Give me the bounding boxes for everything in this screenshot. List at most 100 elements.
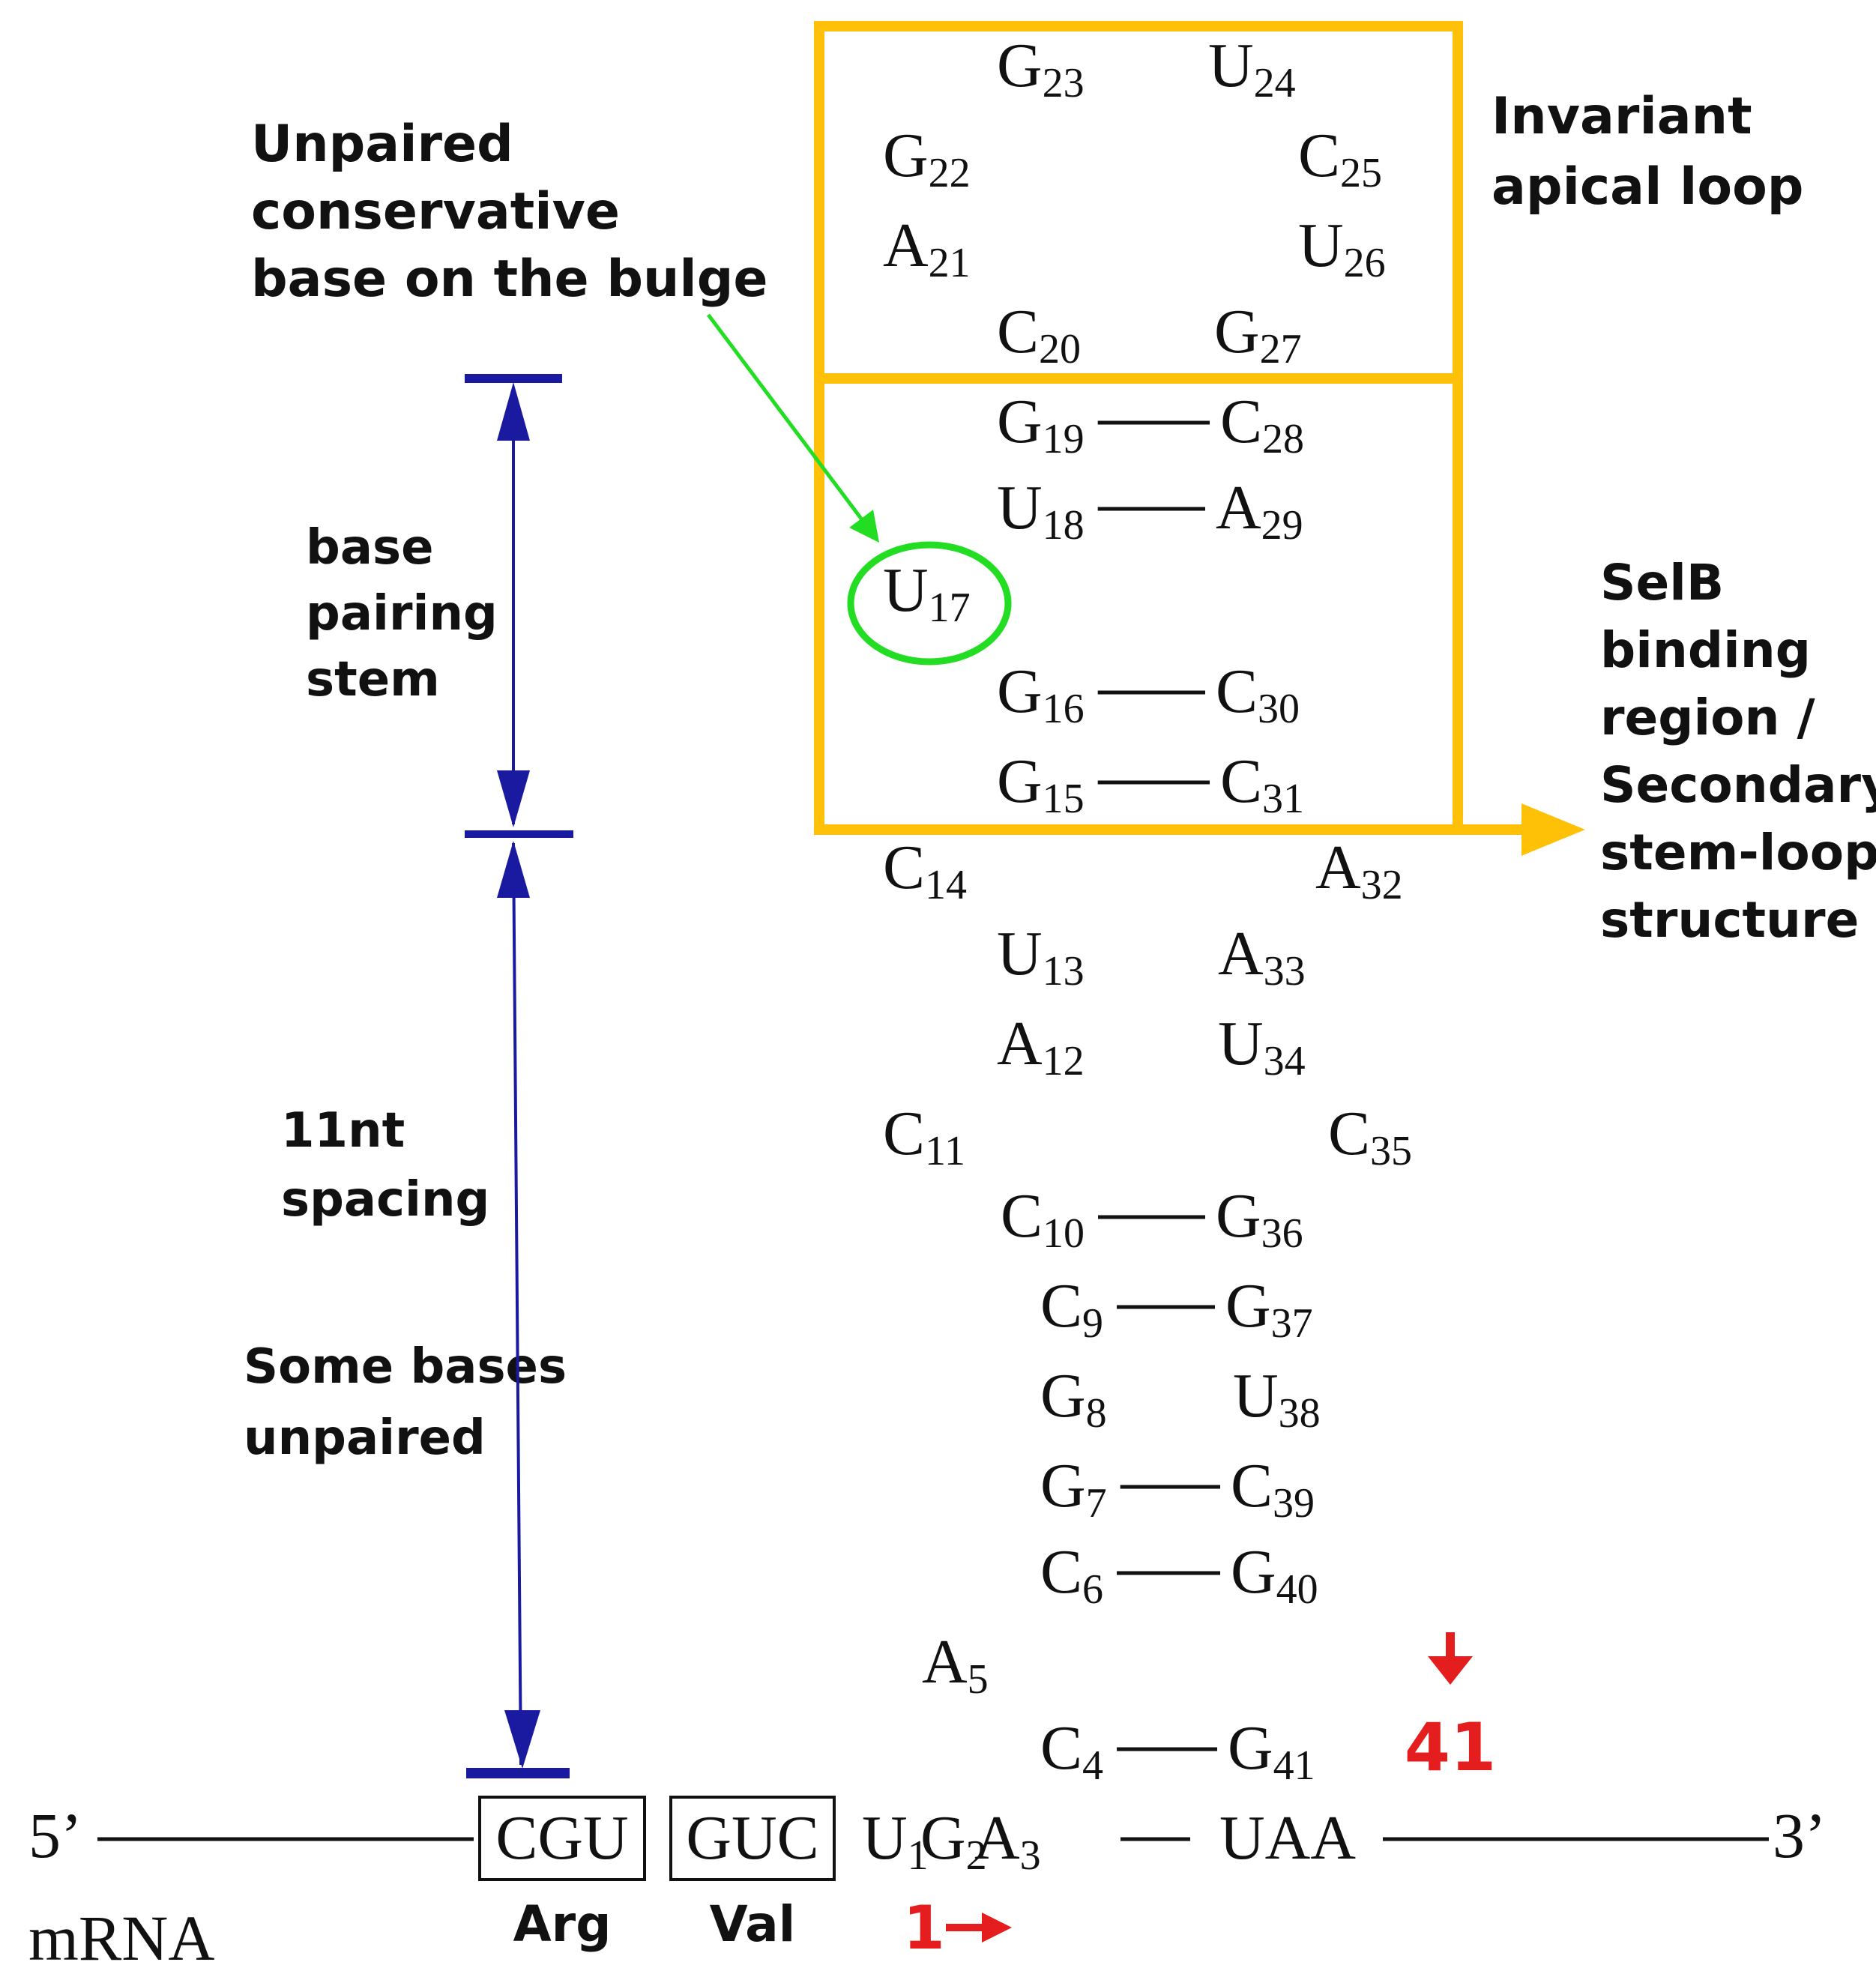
nucleotide-c39: C39 [1231,1451,1315,1527]
nucleotide-a21: A21 [883,211,971,286]
base-number: 29 [1261,502,1303,549]
base-letter: C [1220,746,1262,816]
nucleotide-g36: G36 [1216,1181,1303,1257]
svg-text:Invariant: Invariant [1492,87,1752,146]
base-number: 2 [966,1832,987,1879]
u17-bulge-circle [847,541,1012,665]
base-number: 14 [925,862,967,908]
svg-text:region /: region / [1600,689,1815,746]
svg-text:stem-loop: stem-loop [1600,824,1876,881]
base-number: 30 [1258,686,1300,732]
svg-text:base: base [306,520,434,576]
nucleotide-a33: A33 [1218,919,1306,994]
base-number: 17 [929,585,971,631]
base-number: 39 [1273,1480,1315,1527]
svg-text:Secondary: Secondary [1600,756,1876,814]
base-number: 19 [1043,416,1085,462]
base-letter: U [997,919,1043,988]
svg-text:spacing: spacing [281,1172,489,1228]
svg-text:11nt: 11nt [281,1103,405,1159]
measure-arrows [465,374,573,1778]
base-letter: C [1001,1181,1043,1251]
base-number: 16 [1043,686,1085,732]
base-number: 9 [1082,1300,1103,1347]
nucleotide-g27: G27 [1214,297,1302,372]
base-letter: U [1298,211,1344,280]
base-letter: U [997,473,1043,543]
mrna-label: mRNA [28,1902,214,1974]
nucleotide-g2: G2 [920,1803,987,1879]
nucleotide-g40: G40 [1231,1537,1318,1613]
nucleotide-c20: C20 [997,297,1081,372]
base-letter: A [1216,473,1261,543]
svg-text:conservative: conservative [251,182,620,241]
base-number: 10 [1043,1210,1085,1257]
nucleotide-a5: A5 [922,1627,989,1703]
nucleotide-u38: U38 [1233,1361,1321,1437]
nucleotide-g22: G22 [883,121,971,196]
selb-binding-box [814,373,1463,835]
nucleotide-u1: U1 [862,1803,929,1879]
nucleotide-c30: C30 [1216,657,1300,732]
base-letter: G [1214,297,1260,366]
nucleotide-c11: C11 [883,1099,965,1174]
nucleotide-c28: C28 [1220,387,1304,462]
spacing-arrowhead-down [504,1710,540,1769]
base-letter: U [1218,1009,1264,1078]
base-letter: C [1216,657,1258,726]
aa-arg: Arg [513,1895,612,1953]
codon-box-val [669,1796,836,1881]
nucleotide-g16: G16 [997,657,1085,732]
base-number: 8 [1086,1390,1107,1437]
svg-text:stem: stem [306,652,440,707]
nucleotides: U1G2A3C4A5C6G7G8C9C10C11A12U13C14G15G16U… [862,31,1412,1879]
base-letter: G [997,387,1043,456]
base-number: 31 [1262,776,1304,822]
nucleotide-g8: G8 [1040,1361,1107,1437]
stop-codon: UAA [1219,1803,1356,1873]
base-letter: G [1231,1537,1276,1607]
apical-loop-label: Invariant apical loop [1492,87,1803,217]
aa-val: Val [710,1895,796,1953]
base-number: 6 [1082,1566,1103,1613]
nucleotide-g23: G23 [997,31,1085,106]
unpaired-bulge-label: Unpaired conservative base on the bulge [251,115,768,309]
base-letter: C [1040,1271,1082,1341]
svg-text:Some bases: Some bases [244,1339,567,1395]
nucleotide-g15: G15 [997,746,1085,822]
nucleotide-u26: U26 [1298,211,1386,286]
base-letter: G [920,1803,966,1873]
nucleotide-g37: G37 [1225,1271,1313,1347]
nucleotide-a32: A32 [1315,833,1403,908]
nucleotide-c31: C31 [1220,746,1304,822]
base-number: 20 [1039,326,1081,372]
codon-box-arg [478,1796,646,1881]
base-number: 23 [1043,60,1085,106]
nucleotide-u17: U17 [883,555,971,631]
base-number: 25 [1340,150,1382,196]
base-letter: G [1040,1451,1086,1521]
spacing-label: 11nt spacing [281,1103,489,1228]
base-letter: G [1228,1713,1273,1783]
base-number: 13 [1043,948,1085,994]
svg-text:3’: 3’ [1773,1799,1827,1871]
svg-text:apical loop: apical loop [1492,157,1803,217]
base-number: 18 [1043,502,1085,549]
svg-text:5’: 5’ [28,1799,82,1871]
base-number: 5 [968,1656,989,1703]
nucleotide-g7: G7 [1040,1451,1107,1527]
base-letter: C [883,833,925,902]
base-letter: G [997,657,1043,726]
base-letter: G [1040,1361,1086,1431]
base-number: 27 [1260,326,1302,372]
base-letter: C [1328,1099,1370,1168]
base-letter: C [1040,1713,1082,1783]
base-letter: C [1298,121,1340,190]
selb-region-label: SelB binding region / Secondary stem-loo… [1600,554,1876,949]
bulge-arrow [707,313,879,543]
base-letter: A [974,1803,1020,1873]
svg-text:binding: binding [1600,621,1811,679]
base-number: 38 [1279,1390,1321,1437]
mrna-backbone: 5’ CGU Arg GUC Val UAA 3’ mRNA [28,1796,1827,1974]
base-letter: C [883,1099,925,1168]
